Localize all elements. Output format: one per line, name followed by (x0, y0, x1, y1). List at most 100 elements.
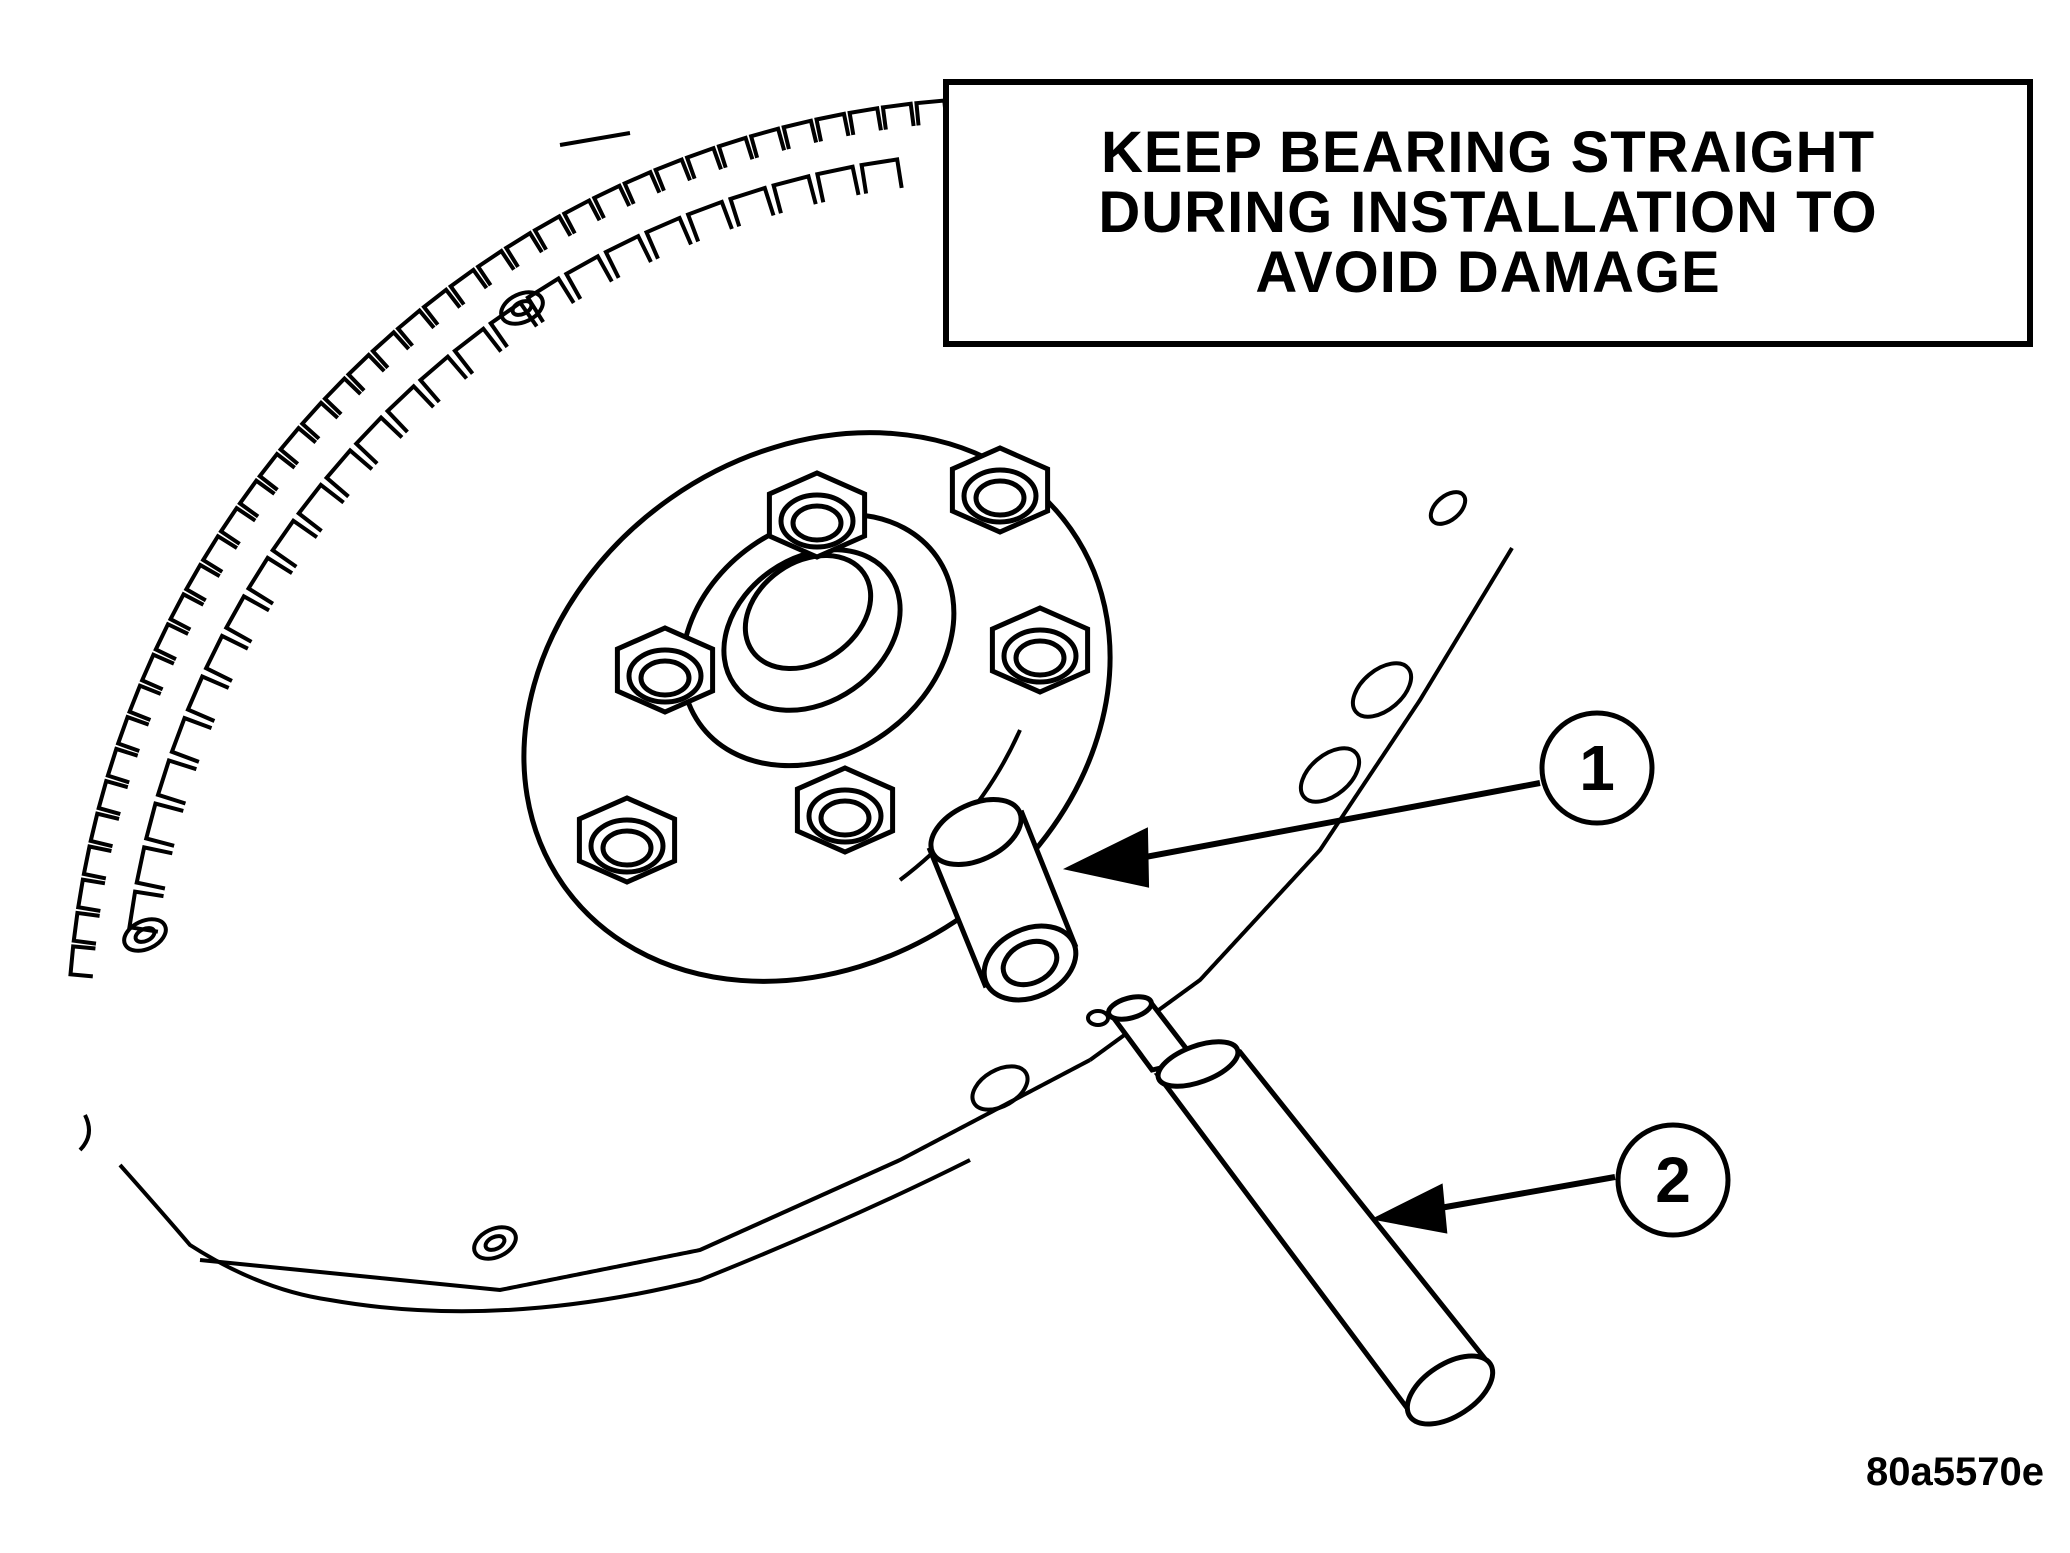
gear-tooth-outer (716, 135, 755, 169)
callout-circles (1539, 710, 1731, 1238)
gear-tooth-inner (727, 185, 776, 227)
gear-tooth-outer (81, 844, 112, 881)
gear-tooth-inner (563, 253, 614, 301)
gear-tooth-outer (421, 286, 462, 326)
gear-tooth-outer (561, 197, 602, 235)
flywheel-holes (122, 290, 1468, 1261)
gear-tooth-outer (183, 562, 221, 603)
gear-tooth-outer (139, 652, 175, 692)
bearing-bore-outer (679, 511, 957, 769)
hole-right-low (1298, 746, 1362, 804)
callout-2-circle (1615, 1122, 1731, 1238)
gear-tooth-inner (452, 325, 503, 375)
crankshaft-flange (521, 430, 1113, 984)
gear-tooth-outer (167, 591, 205, 632)
gear-tooth-outer (96, 778, 129, 817)
caution-note-box: KEEP BEARING STRAIGHT DURING INSTALLATIO… (943, 79, 2033, 347)
gear-tooth-inner (185, 673, 230, 723)
gear-tooth-inner (859, 157, 904, 194)
gear-edge-bottom (199, 1058, 1091, 1293)
gear-tooth-outer (299, 400, 340, 441)
flange-bolts (576, 445, 1091, 885)
ring-gear-teeth (68, 98, 1514, 1293)
gear-tooth-outer (237, 477, 276, 519)
hex-bolt (949, 445, 1051, 535)
gear-tooth-outer (447, 267, 489, 306)
gear-tooth-inner (223, 593, 271, 644)
hole-left (122, 917, 168, 953)
gear-tooth-outer (322, 375, 362, 416)
gear-tooth-inner (323, 447, 374, 499)
gear-tooth-inner (203, 633, 249, 683)
gear-tooth-inner (417, 353, 469, 404)
figure-id: 80a5570e (1866, 1450, 2044, 1494)
hole-bottom (970, 1064, 1030, 1112)
gear-tooth-outer (847, 105, 883, 136)
bearing-bore-inner (721, 547, 903, 713)
gear-tooth-outer (370, 329, 411, 370)
gear-tooth-outer (591, 183, 632, 219)
gear-tooth-inner (525, 275, 576, 324)
callout-1-circle (1539, 710, 1655, 826)
gear-tooth-inner (771, 173, 818, 214)
gear-tooth-inner (155, 757, 197, 806)
gear-tooth-outer (475, 248, 516, 287)
gear-tooth-outer (781, 118, 819, 150)
callout-1-label: 1 (1579, 732, 1615, 804)
gear-tooth-outer (532, 213, 573, 251)
gear-tooth-outer (200, 533, 239, 574)
gear-tooth-outer (88, 811, 120, 849)
gear-tooth-inner (685, 199, 734, 243)
bearing-installer-tool (1105, 994, 1496, 1427)
gear-tooth-outer (68, 944, 96, 979)
caution-line-2: DURING INSTALLATION TO (1098, 180, 1878, 245)
gear-tooth-outer (218, 505, 257, 546)
gear-tooth-outer (105, 746, 139, 785)
hole-right-mid (1350, 661, 1414, 719)
caution-line-3: AVOID DAMAGE (1255, 240, 1721, 305)
gear-tooth-outer (127, 683, 162, 722)
hole-upper-left (499, 290, 545, 326)
hex-bolt (794, 765, 896, 855)
gear-tooth-inner (603, 233, 653, 279)
gear-tooth-inner (384, 383, 435, 434)
gear-edge-right (1088, 546, 1514, 1062)
gear-tooth-inner (143, 801, 184, 848)
caution-line-1: KEEP BEARING STRAIGHT (1100, 120, 1875, 185)
gear-tooth-outer (503, 230, 544, 269)
gear-tooth-outer (914, 98, 949, 126)
hex-bolt (576, 795, 678, 885)
gear-tooth-inner (245, 555, 294, 606)
callout-2-label: 2 (1655, 1144, 1691, 1216)
gear-tooth-outer (153, 621, 189, 662)
gear-tooth-inner (814, 164, 861, 203)
hole-right-top (1428, 490, 1468, 526)
gear-tooth-outer (748, 126, 787, 159)
gear-tooth-outer (684, 145, 723, 180)
gear-tooth-outer (71, 910, 100, 946)
gear-tooth-inner (487, 299, 539, 349)
hex-bolt (766, 470, 868, 560)
gear-tooth-outer (653, 157, 692, 192)
gear-tooth-outer (395, 307, 436, 348)
gear-tooth-outer (277, 425, 318, 466)
hole-lower-left (472, 1225, 518, 1261)
hex-bolt (989, 605, 1091, 695)
gear-tooth-inner (134, 844, 173, 891)
pilot-bearing (926, 797, 1079, 1003)
gear-tooth-outer (345, 352, 386, 392)
hex-bolt (614, 625, 716, 715)
gear-tooth-inner (169, 715, 213, 764)
callout-leaders (1062, 780, 1616, 1234)
gear-tooth-inner (643, 215, 693, 260)
gear-tooth-inner (353, 414, 404, 465)
gear-tooth-outer (256, 451, 296, 492)
gear-tooth-outer (75, 877, 106, 913)
gear-tooth-outer (622, 169, 662, 205)
gear-tooth-outer (880, 101, 916, 130)
gear-tooth-inner (269, 517, 319, 569)
gear-tooth-outer (115, 714, 150, 753)
flywheel-outline-lower (78, 1114, 971, 1314)
